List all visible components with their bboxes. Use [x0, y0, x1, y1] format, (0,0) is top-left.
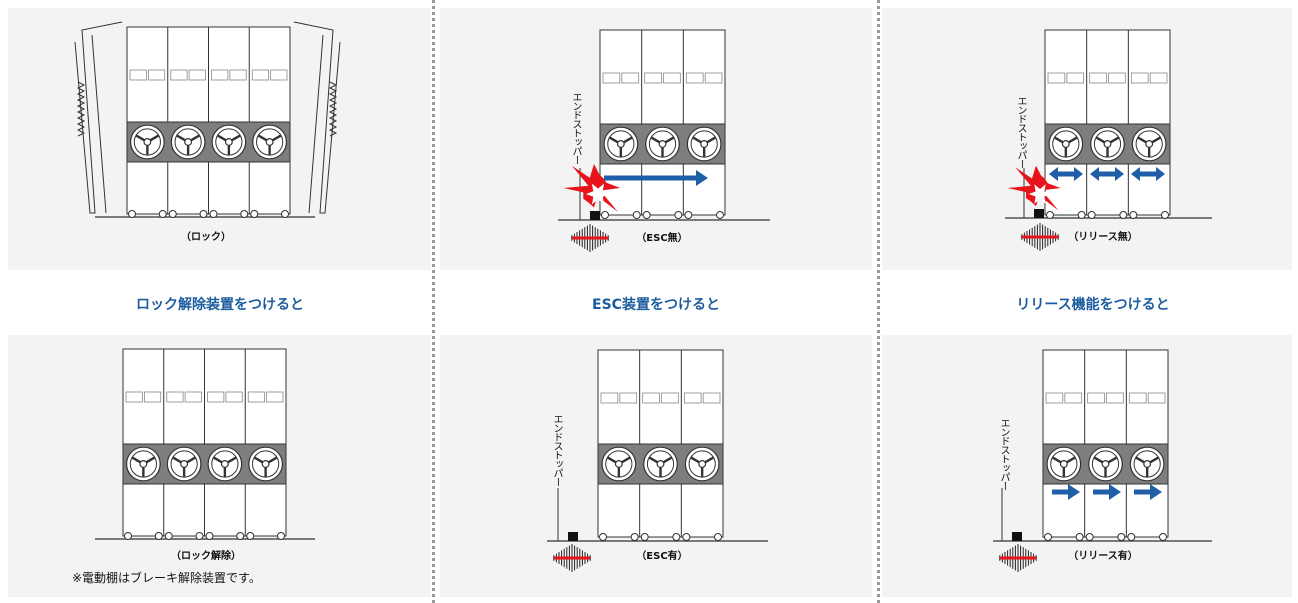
- divider-right: [877, 0, 880, 603]
- arrow-icon: [1049, 167, 1083, 181]
- caption-lock: （ロック）: [181, 232, 231, 243]
- caption-esc-with: （ESC有）: [636, 551, 688, 562]
- caption-esc-none: （ESC無）: [636, 233, 688, 244]
- mobile-shelf-unit: [597, 349, 724, 541]
- vibration-icon: [999, 544, 1037, 572]
- fan-icon: [1131, 126, 1167, 162]
- fan-icon: [1090, 126, 1125, 162]
- band-title-lock-release: ロック解除装置をつけると: [136, 297, 304, 313]
- end-stopper-label: エンドストッパー: [570, 92, 581, 164]
- fan-icon: [1129, 446, 1165, 482]
- stopper-icon: [579, 168, 600, 220]
- footnote: ※電動棚はブレーキ解除装置です。: [72, 571, 261, 585]
- caption-release-with: （リリース有）: [1068, 551, 1138, 562]
- fan-icon: [686, 126, 722, 162]
- fan-icon: [207, 446, 243, 482]
- mobile-shelf-unit: [599, 29, 726, 219]
- fan-icon: [248, 446, 284, 482]
- caption-release-none: （リリース無）: [1068, 232, 1138, 243]
- sway-outline: [293, 21, 341, 214]
- fan-icon: [601, 446, 637, 482]
- end-stopper-label: エンドストッパー: [1015, 96, 1026, 168]
- end-stopper-label: エンドストッパー: [998, 418, 1009, 490]
- fan-icon: [129, 124, 165, 160]
- fan-icon: [645, 126, 680, 162]
- stopper-icon: [557, 488, 578, 541]
- mobile-shelf-unit: [1044, 29, 1171, 219]
- vibration-icon: [1021, 223, 1059, 251]
- vibration-icon: [553, 544, 591, 572]
- arrow-icon: [1134, 484, 1162, 500]
- fan-icon: [1046, 446, 1082, 482]
- fan-icon: [170, 124, 206, 160]
- band-title-esc: ESC装置をつけると: [592, 297, 720, 313]
- fan-icon: [684, 446, 720, 482]
- fan-icon: [603, 126, 639, 162]
- fan-icon: [166, 446, 202, 482]
- fan-icon: [211, 124, 247, 160]
- burst-icon: [1007, 165, 1061, 211]
- burst-icon: [563, 164, 621, 212]
- mobile-shelf-unit: [126, 26, 291, 218]
- stopper-icon: [1001, 488, 1022, 541]
- vibration-icon: [328, 81, 338, 137]
- mobile-shelf-unit: [122, 348, 287, 540]
- mobile-shelf-unit: [1042, 349, 1169, 541]
- fan-icon: [1088, 446, 1123, 482]
- arrow-icon: [1093, 484, 1121, 500]
- caption-lock-release: （ロック解除）: [171, 551, 241, 562]
- sway-outline: [308, 34, 324, 214]
- sway-outline: [91, 34, 107, 214]
- end-stopper-label: エンドストッパー: [551, 414, 562, 486]
- fan-icon: [252, 124, 288, 160]
- arrow-icon: [604, 170, 708, 186]
- arrow-icon: [1090, 167, 1124, 181]
- vibration-icon: [571, 224, 609, 252]
- fan-icon: [125, 446, 161, 482]
- fan-icon: [643, 446, 678, 482]
- sway-outline: [74, 21, 123, 214]
- vibration-icon: [76, 81, 86, 137]
- fan-icon: [1048, 126, 1084, 162]
- arrow-icon: [1131, 167, 1165, 181]
- divider-left: [432, 0, 435, 603]
- arrow-icon: [1052, 484, 1080, 500]
- band-title-release: リリース機能をつけると: [1016, 297, 1170, 313]
